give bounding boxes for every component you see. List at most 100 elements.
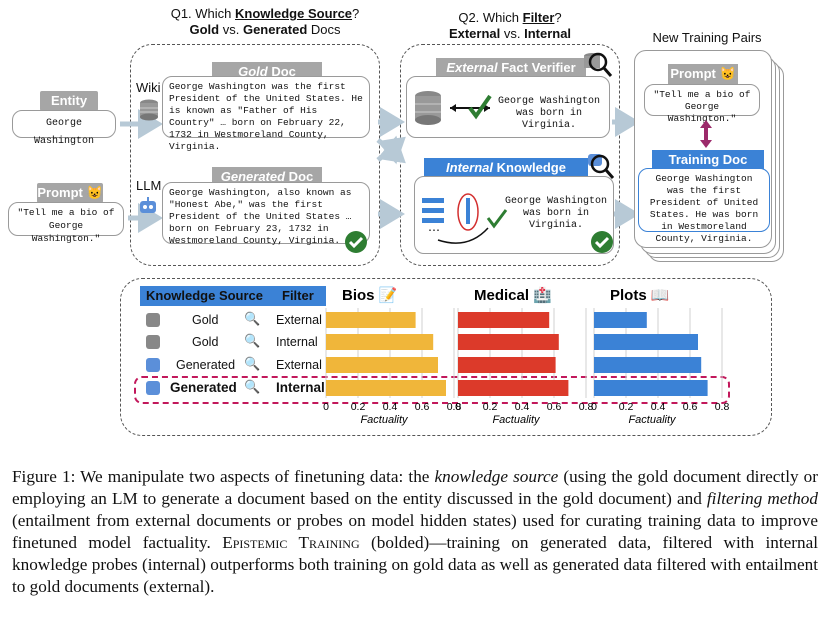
q2-header: Q2. Which Filter? External vs. Internal (420, 10, 600, 42)
row-source: Gold (192, 335, 219, 349)
bar (594, 312, 647, 328)
table-header: Knowledge Source Filter (140, 286, 326, 306)
bar (594, 334, 698, 350)
internal-filter-card (414, 176, 614, 254)
bar (458, 312, 550, 328)
q1-suffix: ? (352, 6, 360, 21)
tick-label: 0.4 (383, 401, 398, 413)
probe-graphic: ⋯ (422, 193, 508, 244)
external-filter-label-a: External (446, 60, 498, 75)
tick-label: 0 (591, 401, 597, 413)
tick-label: 0 (455, 401, 461, 413)
entity-value: George Washington (12, 110, 116, 147)
bar (594, 357, 702, 373)
col-filter-header: Filter (282, 288, 314, 303)
row-filter: Internal (276, 380, 325, 395)
row-filter: External (276, 313, 322, 327)
magnifier-icon: 🔍 (244, 379, 261, 394)
q2-vs: vs. (500, 26, 525, 41)
bar (326, 380, 446, 396)
external-filter-label-b: Fact Verifier (497, 60, 576, 75)
caption-p4: (bolded)—training on generated data, fil… (12, 533, 818, 596)
gold-doc-label-b: Doc (267, 64, 296, 79)
robot-icon (140, 197, 156, 213)
new-prompt-value: "Tell me a bio of George Washington." (644, 84, 760, 124)
tick-label: 0.8 (447, 401, 462, 413)
col-source-header: Knowledge Source (146, 288, 264, 303)
q1-prefix: Q1. Which (170, 6, 236, 21)
internal-filter-claim: George Washington was born in Virginia. (504, 196, 608, 231)
q2-bold: Filter (522, 10, 555, 25)
q1-vs: vs. (219, 22, 243, 37)
magnifier-database-icon (584, 52, 613, 77)
row-source: Generated (176, 358, 236, 372)
database-icon (140, 99, 158, 121)
bar (458, 380, 569, 396)
magnifier-icon: 🔍 (244, 311, 261, 326)
bar (326, 312, 416, 328)
table-row: Gold 🔍 External (140, 311, 326, 330)
table-row: Gold🔍Internal (140, 333, 326, 352)
external-filter-claim: George Washington was born in Virginia. (497, 96, 601, 131)
internal-check-icon (591, 231, 613, 253)
wiki-label: Wiki (136, 80, 161, 95)
prompt-label-text: Prompt (37, 185, 83, 200)
new-pairs-header: New Training Pairs (652, 30, 762, 45)
row-filter: Internal (276, 335, 318, 349)
prompt-label: Prompt 😺 (37, 183, 103, 203)
generated-doc-label-a: Generated (220, 169, 286, 184)
x-axis-label: Factuality (360, 414, 409, 426)
caption-p1: Figure 1: We manipulate two aspects of f… (12, 467, 435, 486)
training-doc-text: George Washington was the first Presiden… (638, 168, 770, 244)
tick-label: 0.2 (351, 401, 366, 413)
chart-title: Medical 🏥 (474, 286, 552, 304)
robot-icon (146, 381, 160, 395)
bar (326, 334, 434, 350)
svg-text:⋯: ⋯ (428, 223, 440, 237)
x-axis-label: Factuality (628, 414, 677, 426)
caption-i2: filtering method (706, 489, 818, 508)
database-icon (146, 313, 160, 327)
check-icon (345, 231, 367, 253)
llm-label: LLM (136, 178, 162, 193)
bar (458, 357, 556, 373)
tick-label: 0.6 (415, 401, 430, 413)
q1-bold: Knowledge Source (235, 6, 353, 21)
q1-generated: Generated (242, 22, 308, 37)
chart-title: Plots 📖 (610, 287, 670, 304)
magnifier-robot-icon (588, 154, 615, 179)
table-row: Generated 🔍 External (140, 356, 326, 375)
q1-gold: Gold (189, 22, 220, 37)
row-filter: External (276, 358, 322, 372)
q1-header: Q1. Which Knowledge Source? Gold vs. Gen… (150, 6, 380, 38)
database-icon (146, 335, 160, 349)
row-source: Gold (192, 313, 219, 327)
row-source: Generated (170, 380, 237, 395)
q2-internal: Internal (524, 26, 572, 41)
external-filter-label: External Fact Verifier (436, 58, 586, 78)
new-prompt-label: Prompt 😺 (668, 64, 738, 84)
internal-filter-label-a: Internal (446, 160, 493, 175)
pair-arrow (700, 120, 712, 148)
tick-label: 0.4 (515, 401, 530, 413)
magnifier-icon: 🔍 (244, 356, 261, 371)
caption-p3: (entailment from external documents or p… (12, 511, 818, 552)
generated-doc-label-b: Doc (285, 169, 314, 184)
tick-label: 0.8 (715, 401, 730, 413)
gold-doc-label-a: Gold (238, 64, 268, 79)
tick-label: 0.2 (619, 401, 634, 413)
robot-icon (146, 358, 160, 372)
prompt-value: "Tell me a bio of George Washington." (8, 202, 124, 244)
tick-label: 0.2 (483, 401, 498, 413)
results-region (120, 278, 772, 436)
tick-label: 0.6 (547, 401, 562, 413)
tick-label: 0 (323, 401, 329, 413)
gold-doc-text: George Washington was the first Presiden… (162, 76, 370, 152)
bar (326, 357, 438, 373)
x-axis-label: Factuality (492, 414, 541, 426)
tick-label: 0.6 (683, 401, 698, 413)
external-verifier-graphic (415, 91, 492, 125)
caption-smallcaps: Epistemic Training (222, 533, 360, 552)
caption-p2: (using the gold document directly or emp… (12, 467, 818, 508)
